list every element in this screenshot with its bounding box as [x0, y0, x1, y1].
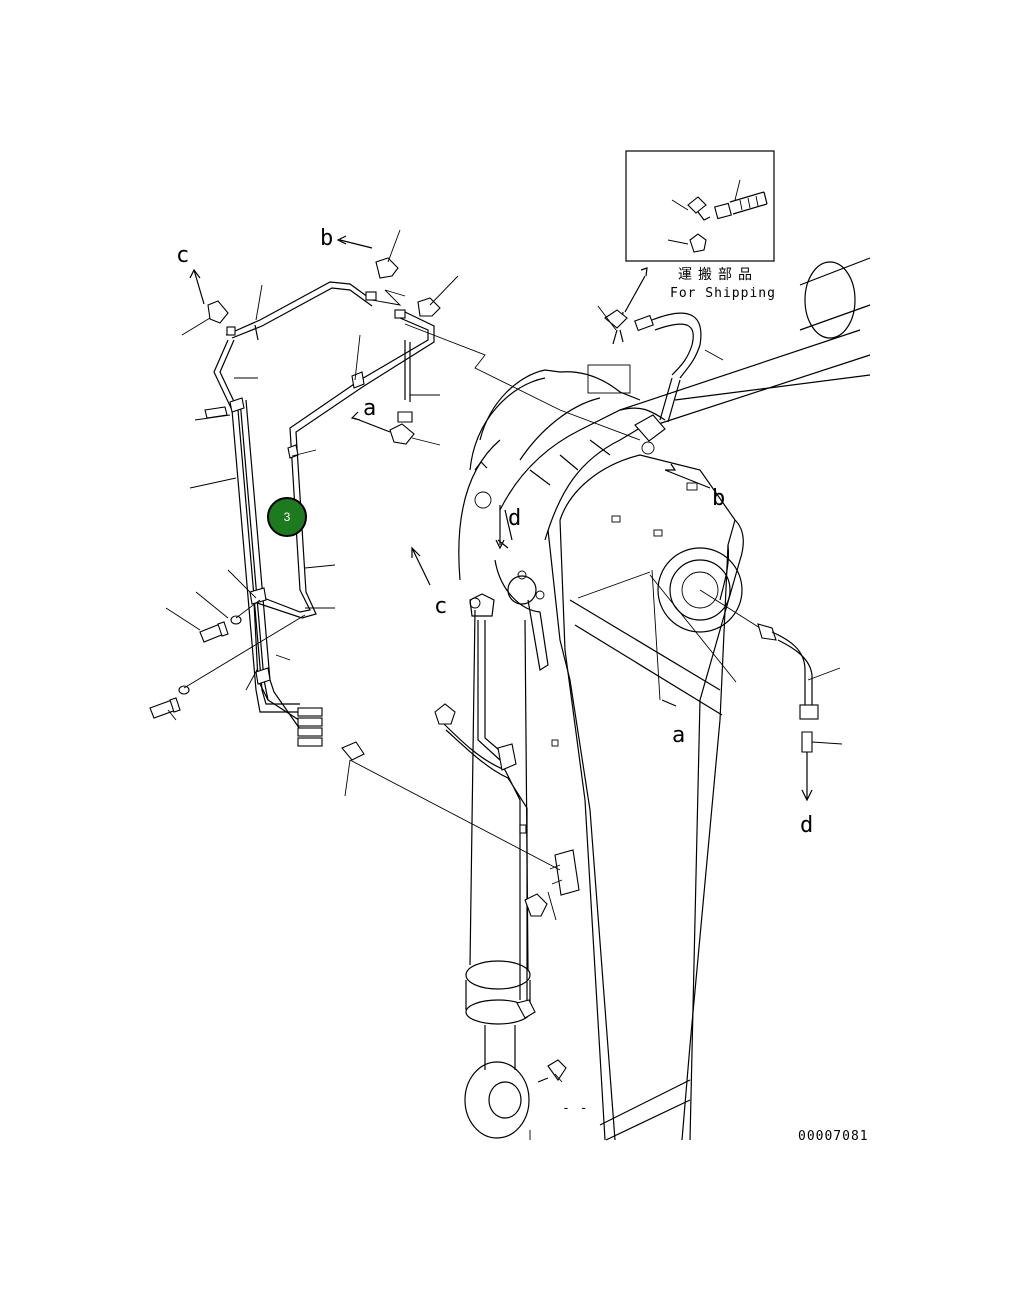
label-c-top: c — [176, 243, 189, 268]
part-callout-3[interactable]: 3 — [267, 497, 307, 537]
routing-arrows — [189, 235, 737, 707]
hose-clamp-bracket — [524, 849, 580, 917]
cylinder-hoses — [434, 620, 567, 1083]
shipping-parts-inset: 運搬部品 For Shipping — [625, 150, 776, 301]
bottom-marker: - - — [562, 1101, 588, 1116]
label-b-top: b — [320, 226, 333, 251]
pin-lube-hose — [699, 589, 819, 802]
label-b-right: b — [712, 486, 725, 511]
label-a-bottom: a — [672, 723, 685, 748]
label-c-middle: c — [434, 594, 447, 619]
label-d-bottom: d — [800, 813, 813, 838]
drawing-number: 00007081 — [798, 1129, 869, 1144]
tube-assembly — [149, 257, 641, 871]
inset-english-label: For Shipping — [670, 286, 776, 301]
callout-number: 3 — [284, 510, 291, 524]
inset-pointer-arrow — [621, 267, 648, 321]
boom-cylinder — [619, 257, 871, 431]
arm-cylinder — [464, 593, 531, 1139]
inset-japanese-label: 運搬部品 — [678, 267, 758, 283]
shipping-hose — [604, 309, 724, 423]
callout-circle[interactable] — [267, 497, 307, 537]
label-d-middle: d — [508, 506, 521, 531]
label-a-top: a — [363, 396, 376, 421]
leader-lines — [165, 229, 843, 1140]
arm-structure — [458, 364, 744, 1141]
